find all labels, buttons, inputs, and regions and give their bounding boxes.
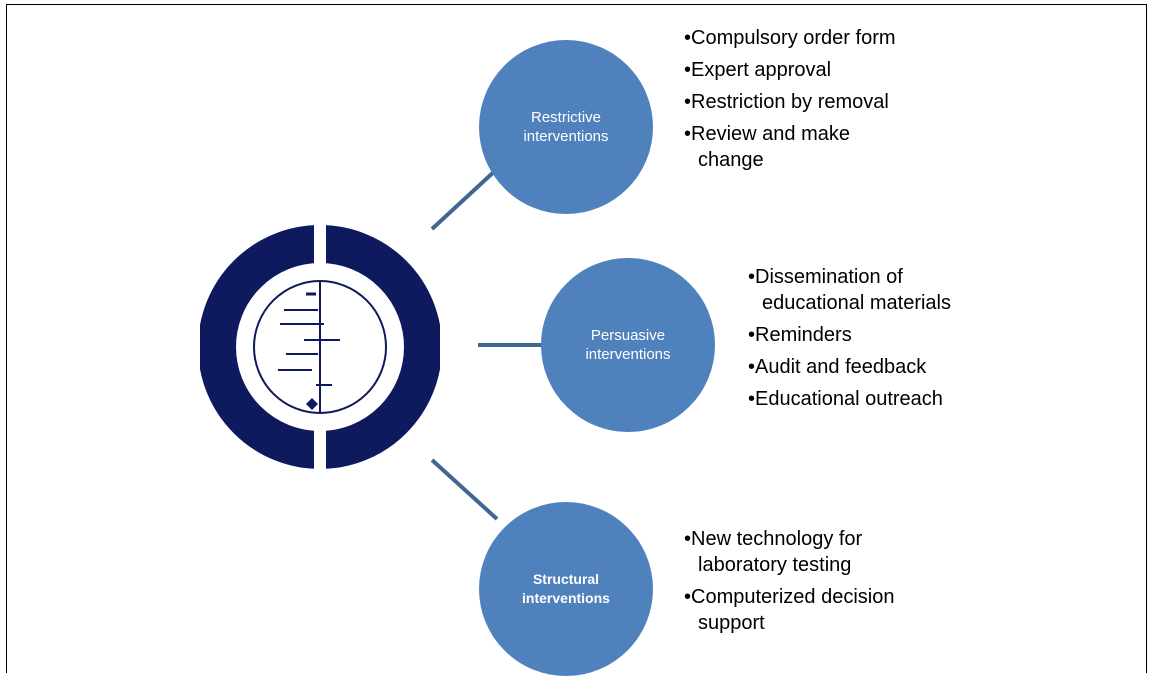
connector-restrictive bbox=[430, 167, 499, 231]
bullet-item: Review and make change bbox=[684, 121, 964, 173]
diagram-frame bbox=[6, 4, 1147, 673]
bullet-item: Computerized decision support bbox=[684, 584, 984, 636]
structural-bullet-list: New technology for laboratory testing Co… bbox=[684, 526, 984, 642]
bullet-item: Restriction by removal bbox=[684, 89, 964, 115]
node-persuasive-interventions: Persuasive interventions bbox=[541, 258, 715, 432]
restrictive-bullet-list: Compulsory order form Expert approval Re… bbox=[684, 25, 964, 179]
node-structural-interventions: Structural interventions bbox=[479, 502, 653, 676]
bullet-item: Educational outreach bbox=[748, 386, 1048, 412]
cochrane-logo-icon bbox=[200, 222, 440, 472]
connector-structural bbox=[430, 458, 499, 521]
bullet-item: New technology for laboratory testing bbox=[684, 526, 984, 578]
persuasive-bullet-list: Dissemination of educational materials R… bbox=[748, 264, 1048, 418]
bullet-item: Reminders bbox=[748, 322, 1048, 348]
bullet-item: Audit and feedback bbox=[748, 354, 1048, 380]
bullet-item: Compulsory order form bbox=[684, 25, 964, 51]
node-label: Structural interventions bbox=[522, 571, 610, 606]
node-restrictive-interventions: Restrictive interventions bbox=[479, 40, 653, 214]
node-label: Persuasive interventions bbox=[585, 327, 671, 363]
bullet-item: Expert approval bbox=[684, 57, 964, 83]
bullet-item: Dissemination of educational materials bbox=[748, 264, 1048, 316]
node-label: Restrictive interventions bbox=[523, 109, 609, 145]
